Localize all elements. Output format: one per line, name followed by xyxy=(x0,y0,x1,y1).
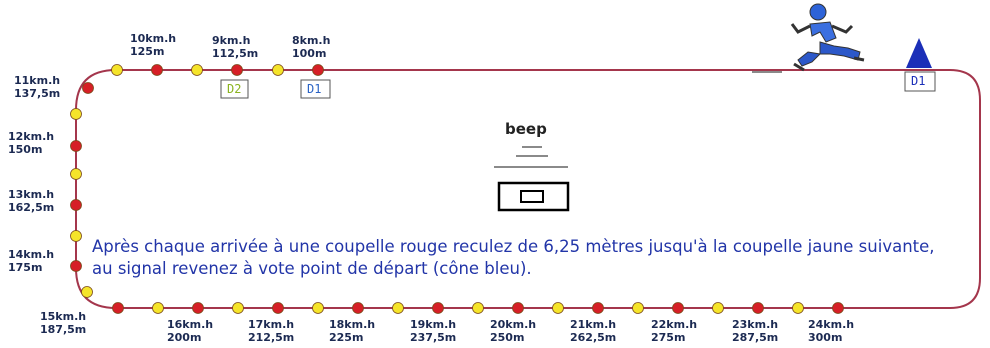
marker-label-21kmh: 21km.h 262,5m xyxy=(570,318,616,344)
yellow-cup-marker xyxy=(392,302,404,314)
marker-label-24kmh: 24km.h 300m xyxy=(808,318,854,344)
distance-label: 287,5m xyxy=(732,331,779,344)
red-cup-marker xyxy=(70,260,82,272)
red-cup-marker xyxy=(192,302,204,314)
marker-label-22kmh: 22km.h 275m xyxy=(651,318,697,344)
yellow-cup-marker xyxy=(552,302,564,314)
yellow-cup-marker xyxy=(272,64,284,76)
red-cup-marker xyxy=(592,302,604,314)
speed-label: 17km.h xyxy=(248,318,295,331)
speed-label: 21km.h xyxy=(570,318,617,331)
instruction-text: Après chaque arrivée à une coupelle roug… xyxy=(92,237,935,278)
red-cup-marker xyxy=(432,302,444,314)
yellow-cup-marker xyxy=(472,302,484,314)
distance-label: 187,5m xyxy=(40,323,87,336)
yellow-cup-marker xyxy=(632,302,644,314)
marker-set xyxy=(70,64,844,314)
marker-label-10kmh: 10km.h 125m xyxy=(130,32,176,58)
marker-label-15kmh: 15km.h 187,5m xyxy=(40,310,86,336)
speed-label: 12km.h xyxy=(8,130,55,143)
marker-label-9kmh: 9km.h 112,5m xyxy=(212,34,258,60)
distance-label: 100m xyxy=(292,47,327,60)
yellow-cup-marker xyxy=(712,302,724,314)
beep-label: beep xyxy=(505,120,547,138)
distance-label: 212,5m xyxy=(248,331,295,344)
red-cup-marker xyxy=(312,64,324,76)
yellow-cup-marker xyxy=(232,302,244,314)
distance-label: 275m xyxy=(651,331,686,344)
speed-label: 22km.h xyxy=(651,318,698,331)
red-cup-marker xyxy=(231,64,243,76)
d1-tag: D1 xyxy=(304,82,325,96)
yellow-cup-marker xyxy=(191,64,203,76)
beep-box-icon xyxy=(494,146,570,212)
yellow-cup-marker xyxy=(81,286,93,298)
distance-label: 112,5m xyxy=(212,47,259,60)
speed-label: 10km.h xyxy=(130,32,177,45)
marker-label-11kmh: 11km.h 137,5m xyxy=(14,74,60,100)
speed-label: 24km.h xyxy=(808,318,855,331)
d2-tag: D2 xyxy=(224,82,245,96)
speed-label: 23km.h xyxy=(732,318,779,331)
runner-icon xyxy=(790,3,865,72)
marker-label-13kmh: 13km.h 162,5m xyxy=(8,188,54,214)
d1-start-tag: D1 xyxy=(908,74,929,88)
marker-label-17kmh: 17km.h 212,5m xyxy=(248,318,294,344)
speed-label: 18km.h xyxy=(329,318,376,331)
red-cup-marker xyxy=(82,82,94,94)
yellow-cup-marker xyxy=(70,168,82,180)
distance-label: 137,5m xyxy=(14,87,61,100)
distance-label: 225m xyxy=(329,331,364,344)
marker-label-18kmh: 18km.h 225m xyxy=(329,318,375,344)
marker-label-20kmh: 20km.h 250m xyxy=(490,318,536,344)
red-cup-marker xyxy=(70,199,82,211)
yellow-cup-marker xyxy=(70,230,82,242)
red-cup-marker xyxy=(672,302,684,314)
speed-label: 13km.h xyxy=(8,188,55,201)
marker-label-8kmh: 8km.h 100m xyxy=(292,34,330,60)
marker-label-23kmh: 23km.h 287,5m xyxy=(732,318,778,344)
distance-label: 162,5m xyxy=(8,201,55,214)
distance-label: 200m xyxy=(167,331,202,344)
red-cup-marker xyxy=(272,302,284,314)
marker-label-16kmh: 16km.h 200m xyxy=(167,318,213,344)
speed-label: 19km.h xyxy=(410,318,457,331)
yellow-cup-marker xyxy=(792,302,804,314)
marker-label-14kmh: 14km.h 175m xyxy=(8,248,54,274)
blue-cone-icon xyxy=(906,38,932,68)
speed-label: 8km.h xyxy=(292,34,331,47)
red-cup-marker xyxy=(70,140,82,152)
red-cup-marker xyxy=(352,302,364,314)
red-cup-marker xyxy=(752,302,764,314)
red-cup-marker xyxy=(512,302,524,314)
speed-label: 14km.h xyxy=(8,248,55,261)
distance-label: 125m xyxy=(130,45,165,58)
marker-label-19kmh: 19km.h 237,5m xyxy=(410,318,456,344)
marker-label-12kmh: 12km.h 150m xyxy=(8,130,54,156)
yellow-cup-marker xyxy=(111,64,123,76)
distance-label: 150m xyxy=(8,143,43,156)
speed-label: 16km.h xyxy=(167,318,214,331)
speed-label: 9km.h xyxy=(212,34,251,47)
red-cup-marker xyxy=(112,302,124,314)
distance-label: 237,5m xyxy=(410,331,457,344)
speed-label: 11km.h xyxy=(14,74,61,87)
speed-label: 15km.h xyxy=(40,310,87,323)
yellow-cup-marker xyxy=(152,302,164,314)
yellow-cup-marker xyxy=(312,302,324,314)
yellow-cup-marker xyxy=(70,108,82,120)
distance-label: 250m xyxy=(490,331,525,344)
red-cup-marker xyxy=(832,302,844,314)
distance-label: 262,5m xyxy=(570,331,617,344)
distance-label: 175m xyxy=(8,261,43,274)
red-cup-marker xyxy=(151,64,163,76)
distance-label: 300m xyxy=(808,331,843,344)
speed-label: 20km.h xyxy=(490,318,537,331)
